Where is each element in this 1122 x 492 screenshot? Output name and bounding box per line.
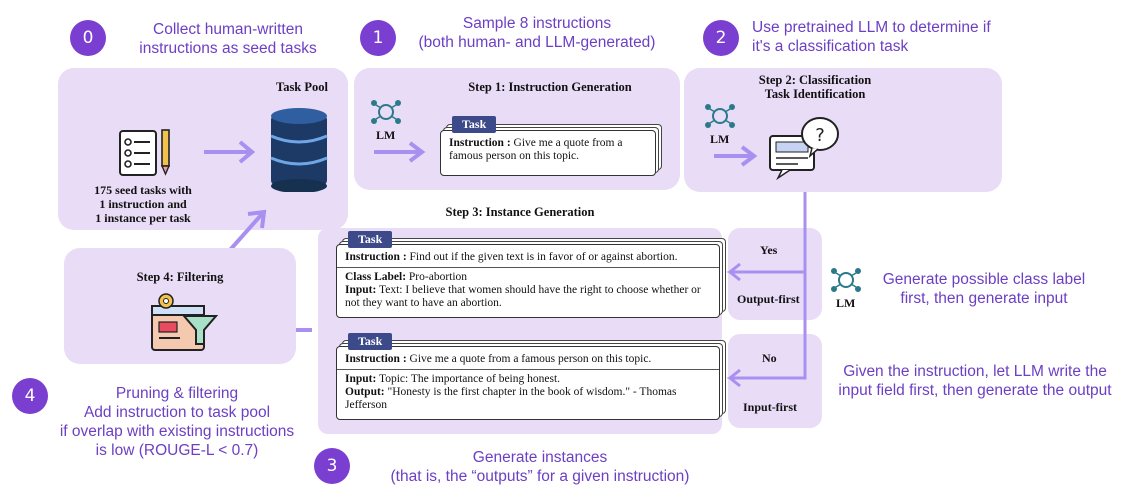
instruction-generation-title: Step 1: Instruction Generation [468, 80, 632, 94]
generated-task-card: Instruction : Give me a quote from a fam… [440, 130, 656, 176]
lm-brain-icon [831, 268, 861, 292]
generated-task-instruction: Instruction : Give me a quote from a fam… [449, 137, 623, 162]
lm-brain-icon [371, 100, 401, 124]
card2-tag: Task [348, 333, 393, 350]
card2-output: Output: "Honesty is the first chapter in… [345, 386, 677, 411]
arrow-to-task-card [374, 141, 426, 163]
card2-instruction: Instruction : Give me a quote from a fam… [345, 353, 652, 365]
no-label: No [762, 351, 777, 365]
generated-task-tag: Task [452, 116, 497, 133]
step-1-badge: 1 [360, 20, 396, 56]
filtering-title: Step 4: Filtering [136, 270, 224, 284]
database-icon [270, 108, 328, 192]
classification-panel [684, 68, 1002, 192]
non-classification-task-card: Instruction : Give me a quote from a fam… [336, 346, 720, 420]
step-4-badge: 4 [12, 378, 48, 414]
yes-label: Yes [760, 243, 778, 257]
lm-label: LM [836, 296, 856, 310]
input-first-description: Given the instruction, let LLM write the… [838, 363, 1112, 399]
svg-text:?: ? [815, 125, 825, 146]
card2-input: Input: Topic: The importance of being ho… [345, 373, 561, 385]
lm-label: LM [376, 128, 396, 142]
lm-brain-icon [705, 104, 735, 128]
step-3-caption: Generate instances(that is, the “outputs… [390, 449, 690, 485]
input-first-label: Input-first [743, 400, 798, 414]
card1-instruction: Instruction : Find out if the given text… [345, 251, 678, 263]
card1-class-label: Class Label: Pro-abortion [345, 271, 468, 283]
card1-input: Input: Text: I believe that women should… [345, 284, 701, 309]
task-pool-title: Task Pool [276, 80, 328, 94]
card1-tag: Task [348, 231, 393, 248]
step-0-badge: 0 [70, 20, 106, 56]
arrow-to-task-pool [204, 140, 256, 164]
checklist-icon [119, 129, 171, 176]
output-first-label: Output-first [737, 292, 800, 306]
filter-funnel-icon [151, 293, 218, 351]
step-1-caption: Sample 8 instructions(both human- and LL… [418, 15, 656, 51]
question-bubble-icon: ? [769, 117, 839, 180]
lm-label: LM [710, 132, 730, 146]
step-2-badge: 2 [703, 20, 739, 56]
arrow-to-question [714, 145, 758, 167]
classification-task-card: Instruction : Find out if the given text… [336, 244, 720, 318]
instance-generation-title: Step 3: Instance Generation [445, 205, 595, 219]
step-3-badge: 3 [314, 448, 350, 484]
